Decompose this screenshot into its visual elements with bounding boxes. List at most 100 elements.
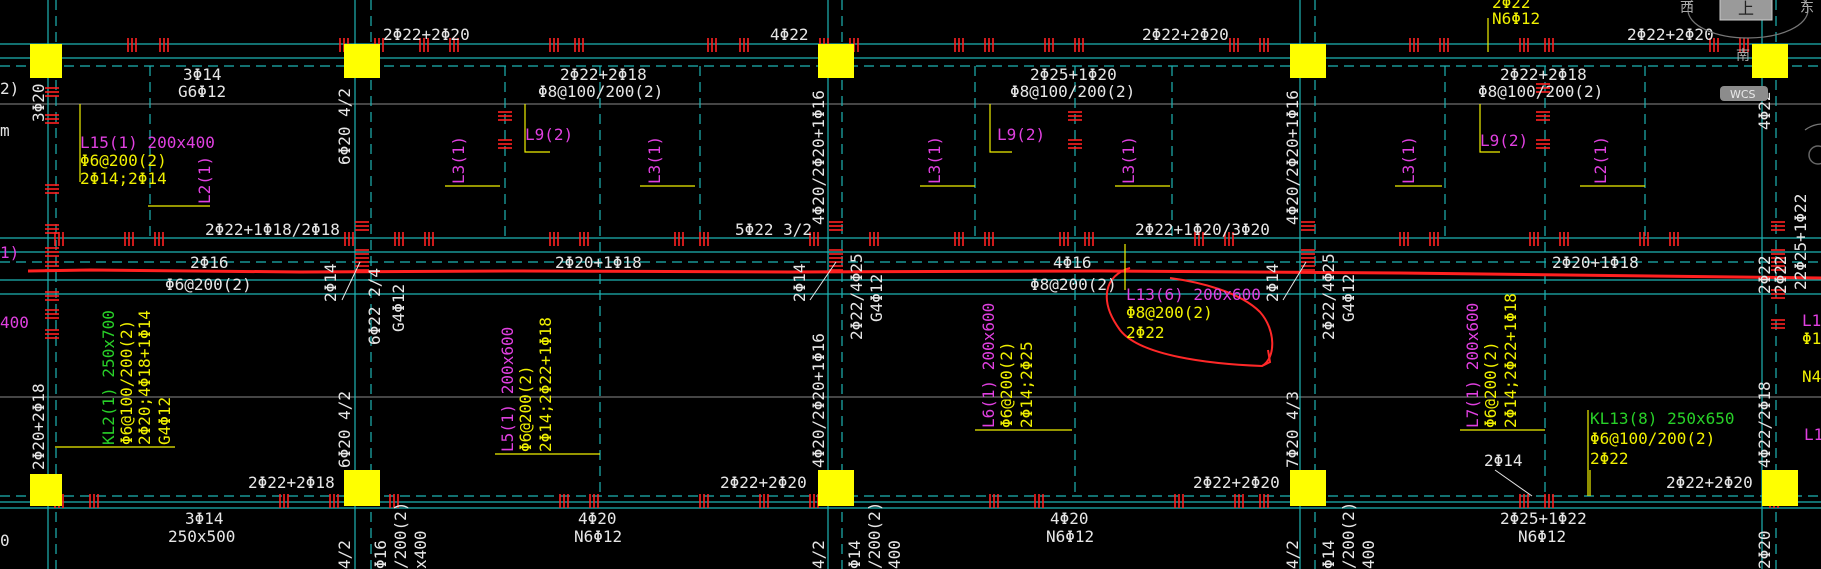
edge-label: 0 <box>0 531 10 550</box>
beam-label: 2Φ20+1Φ18 <box>1552 253 1639 272</box>
small-beam-label: L3(1) <box>1399 136 1418 184</box>
column-a4 <box>1290 44 1326 78</box>
small-beam-label: L9(2) <box>997 125 1045 144</box>
beam-label: Φ8@200(2) <box>1030 275 1117 294</box>
vertical-label: 6Φ22 2/4 <box>365 268 384 345</box>
beam-l5-bars: 2Φ14;2Φ22+1Φ18 <box>536 317 555 452</box>
edge-label: 400 <box>1359 540 1378 569</box>
bottom-label: 2Φ22+2Φ20 <box>720 473 807 492</box>
edge-label: 4/2 <box>1283 540 1302 569</box>
top-label: 2Φ22 <box>1492 0 1531 12</box>
beam-l15-stirrup: Φ6@200(2) <box>80 151 167 170</box>
edge-label: 4/2 <box>335 540 354 569</box>
top-label: 2Φ22+2Φ20 <box>383 25 470 44</box>
wcs-label: WCS <box>1730 88 1756 101</box>
section-cut-line <box>27 268 1821 280</box>
bottom-label: 2Φ25+1Φ22 <box>1500 509 1587 528</box>
beam-label: 4Φ16 <box>1053 253 1092 272</box>
small-beam-label: L3(1) <box>1119 136 1138 184</box>
viewcube-east-label[interactable]: 东 <box>1800 0 1814 16</box>
vertical-label: G4Φ12 <box>389 284 408 332</box>
vertical-label: 2Φ22/4Φ25 <box>1319 253 1338 340</box>
left-edge-label: 1) <box>0 243 19 262</box>
beam-label: 2Φ22+1Φ20/3Φ20 <box>1135 220 1270 239</box>
edge-label: /200(2) <box>1339 502 1358 569</box>
edge-label: Φ16 <box>371 540 390 569</box>
edge-label: 400 <box>885 540 904 569</box>
small-beam-label: L3(1) <box>645 136 664 184</box>
viewcube-ring[interactable] <box>1687 0 1809 39</box>
vertical-label: 4Φ20/2Φ20+1Φ16 <box>1283 90 1302 225</box>
small-beam-label: L9(2) <box>525 125 573 144</box>
bottom-label: 2Φ22+2Φ18 <box>248 473 335 492</box>
viewcube-top-face[interactable] <box>1719 0 1773 21</box>
right-edge-label: L1 <box>1804 425 1821 444</box>
beam-label: 2Φ25+1Φ20 <box>1030 65 1117 84</box>
beam-label: Φ8@100/200(2) <box>1478 82 1603 101</box>
column-a1 <box>30 44 62 78</box>
red-markup-loop <box>1105 267 1274 368</box>
edge-label: x400 <box>411 530 430 569</box>
column-a2 <box>344 44 380 78</box>
bottom-label: 2Φ22+2Φ20 <box>1193 473 1280 492</box>
beam-l13-bars: 2Φ22 <box>1126 323 1165 342</box>
beam-label: Φ8@100/200(2) <box>538 82 663 101</box>
stirrup-tick-marks <box>45 38 1785 508</box>
small-beam-label: L3(1) <box>449 136 468 184</box>
column-a3 <box>818 44 854 78</box>
edge-label: /200(2) <box>865 502 884 569</box>
bottom-label: N6Φ12 <box>574 527 622 546</box>
beam-l5-name: L5(1) 200x600 <box>498 327 517 452</box>
vertical-label: 7Φ20 4/3 <box>1283 391 1302 468</box>
short-label: 2Φ22 <box>1755 255 1774 294</box>
vertical-label: G4Φ12 <box>867 274 886 322</box>
vertical-label: 4Φ22/2Φ18 <box>1755 381 1774 468</box>
wcs-badge[interactable] <box>1720 86 1768 101</box>
column-a5 <box>1752 44 1788 78</box>
right-edge-label: Φ1 <box>1802 329 1821 348</box>
red-markup-tail <box>1261 349 1272 367</box>
beam-label: 2Φ22+1Φ18/2Φ18 <box>205 220 340 239</box>
viewcube-west-label[interactable]: 西 <box>1680 0 1694 16</box>
beam-l13-stirrup: Φ8@200(2) <box>1126 303 1213 322</box>
beam-label: Φ8@100/200(2) <box>1010 82 1135 101</box>
beam-l7-stirrup: Φ6@200(2) <box>1481 341 1500 428</box>
vertical-label: G4Φ12 <box>1339 274 1358 322</box>
bottom-label: 3Φ14 <box>185 509 224 528</box>
edge-label: Φ14 <box>1319 540 1338 569</box>
beam-kl13-name: KL13(8) 250x650 <box>1590 409 1735 428</box>
viewcube-top-label: 上 <box>1738 0 1754 18</box>
column-b1 <box>30 474 62 506</box>
nav-wheel-edge[interactable] <box>1804 123 1821 131</box>
beam-kl2-name: KL2(1) 250x700 <box>99 310 118 445</box>
short-label: 2Φ14 <box>1263 263 1282 302</box>
beam-label: 2Φ20+1Φ18 <box>555 253 642 272</box>
vertical-label: 6Φ20 4/2 <box>335 88 354 165</box>
vertical-label: 4Φ20/2Φ20+1Φ16 <box>809 90 828 225</box>
nav-wheel-icon[interactable] <box>1808 145 1821 165</box>
structural-columns <box>30 44 1798 506</box>
vertical-label: 2Φ20+2Φ18 <box>29 383 48 470</box>
column-b4 <box>1290 470 1326 506</box>
edge-label: /200(2) <box>391 502 410 569</box>
beam-label: 2Φ22+2Φ18 <box>560 65 647 84</box>
viewcube-widget[interactable]: 上 西 东 南 WCS <box>1680 0 1821 165</box>
beam-label: 2Φ16 <box>190 253 229 272</box>
small-beam-label: L9(2) <box>1480 131 1528 150</box>
viewcube-south-label[interactable]: 南 <box>1736 48 1750 64</box>
column-b3 <box>818 470 854 506</box>
right-edge-label: N4 <box>1802 367 1821 386</box>
left-edge-label: 400 <box>0 313 29 332</box>
beam-kl2-bars: 2Φ20;4Φ18+1Φ14 <box>135 310 154 445</box>
bottom-label: 4Φ20 <box>578 509 617 528</box>
beam-label: 3Φ14 <box>183 65 222 84</box>
beam-kl2-stirrup: Φ6@100/200(2) <box>117 320 136 445</box>
beam-l5-stirrup: Φ6@200(2) <box>516 365 535 452</box>
small-beam-label: L3(1) <box>925 136 944 184</box>
bottom-label: N6Φ12 <box>1518 527 1566 546</box>
top-label: N6Φ12 <box>1492 9 1540 28</box>
beam-l6-bars: 2Φ14;2Φ25 <box>1017 341 1036 428</box>
white-leaders <box>341 261 1533 497</box>
beam-label: Φ6@200(2) <box>165 275 252 294</box>
